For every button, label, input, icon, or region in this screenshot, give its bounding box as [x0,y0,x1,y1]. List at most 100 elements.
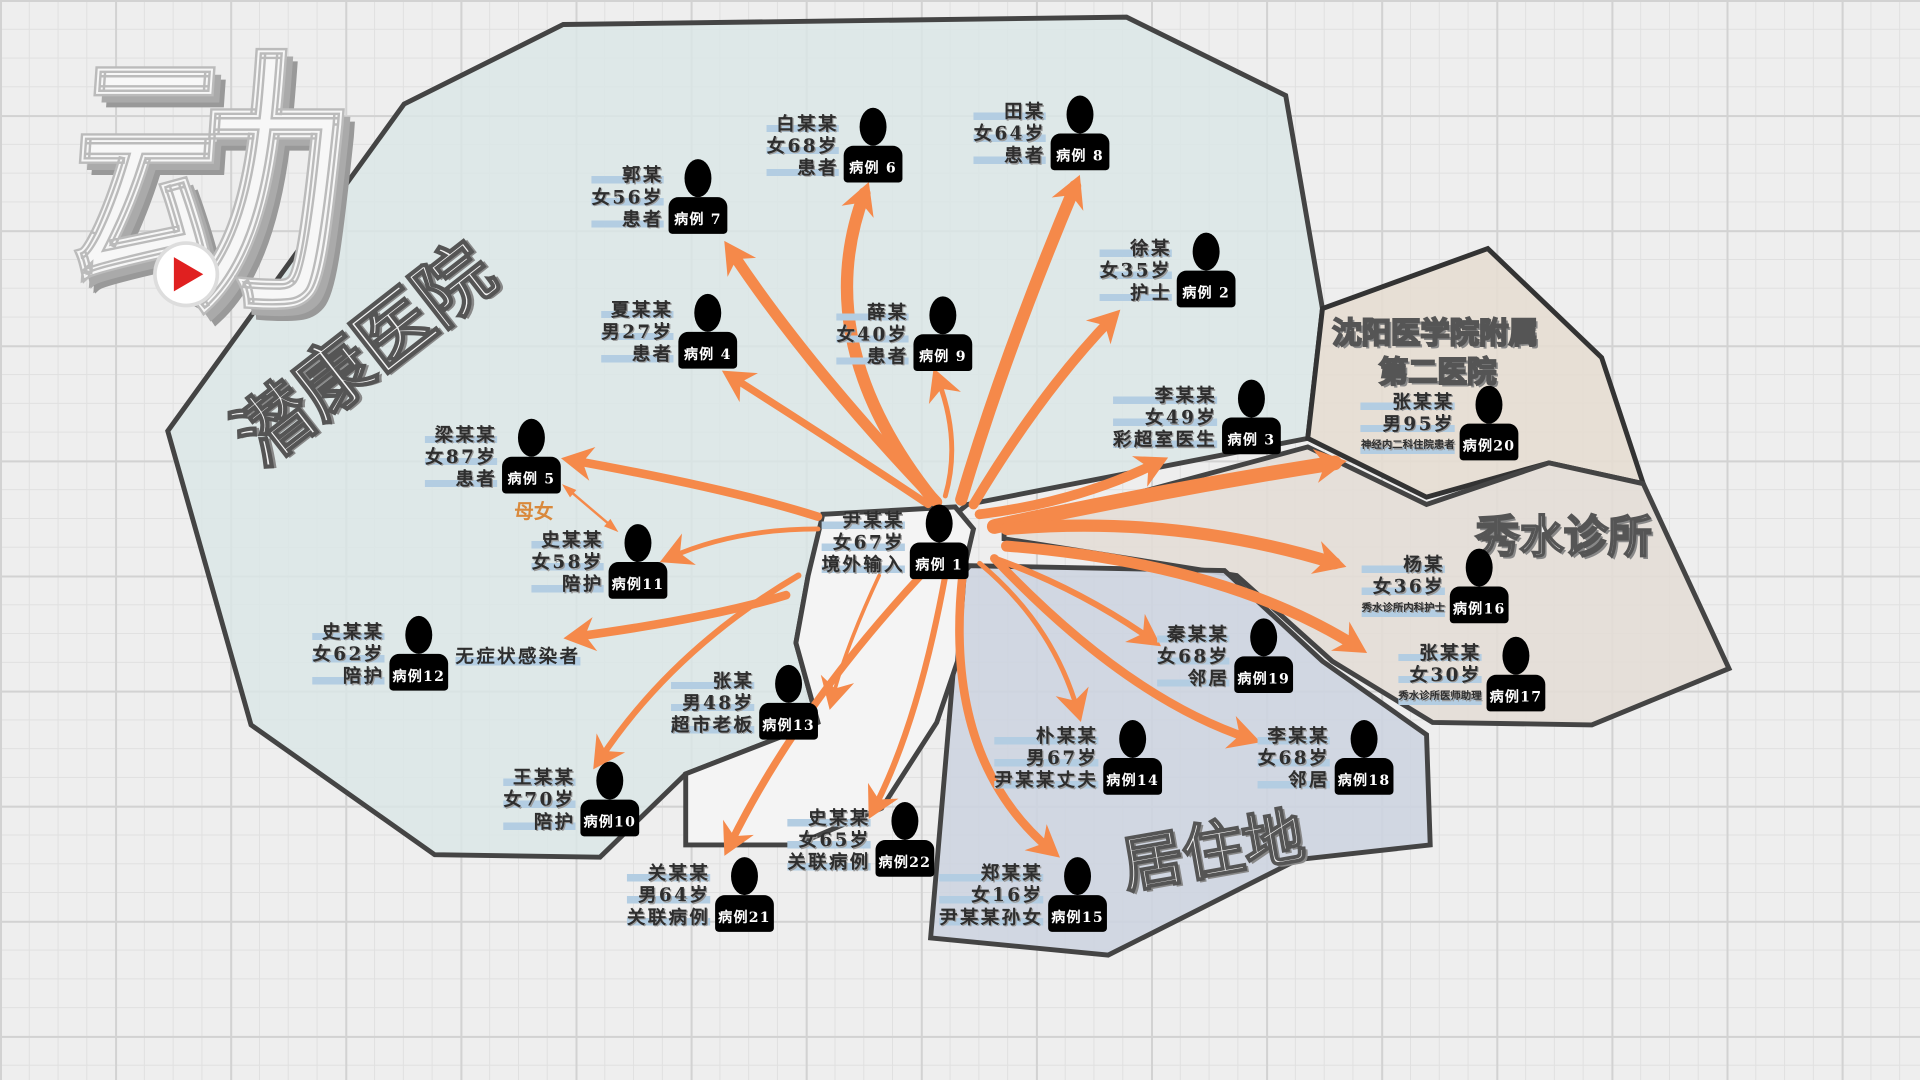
transmission-arrow [561,447,823,522]
case-node[interactable]: 病例12 史某某 女62岁 陪护 [312,615,449,704]
case-role: 神经内二科住院患者 [1361,434,1455,457]
case-name: 郭某 [591,164,664,187]
person-icon [684,159,712,198]
case-badge: 病例14 [1103,757,1163,795]
case-badge: 病例19 [1234,656,1294,694]
case-info: 女87岁 [425,445,498,468]
case-label: 梁某某 女87岁 患者 [425,423,498,490]
person-icon [1119,720,1147,758]
case-node[interactable]: 病例14 朴某某 男67岁 尹某某丈夫 [994,720,1163,808]
case-label: 夏某某 男27岁 患者 [601,298,674,365]
transmission-arrow [820,573,882,710]
region-label-clinic: 秀水诊所 [1475,511,1653,564]
case-role: 陪护 [503,810,576,833]
case-role: 秀水诊所医师助理 [1398,685,1482,708]
person-icon [694,293,722,332]
case-label: 田某 女64岁 患者 [973,100,1046,167]
case-node[interactable]: 病例 2 徐某 女35岁 护士 [1099,232,1236,321]
person-icon [1192,232,1220,271]
case-node[interactable]: 病例 9 薛某 女40岁 患者 [836,296,973,384]
case-label: 尹某某 女67岁 境外输入 [821,509,905,576]
relation-label: 母女 [514,499,554,523]
case-node[interactable]: 病例13 张某 男48岁 超市老板 [671,664,818,753]
transmission-arrow [1001,540,1368,654]
case-name: 张某某 [1361,390,1455,413]
case-role: 彩超室医生 [1113,428,1218,451]
transmission-arrow [977,560,1089,722]
case-info: 女68岁 [766,134,839,157]
case-info: 女16岁 [939,884,1044,907]
case-info: 女58岁 [531,551,604,574]
case-node[interactable]: 病例18 李某某 女68岁 邻居 [1257,720,1394,808]
case-node[interactable]: 病例 1 尹某某 女67岁 境外输入 [821,504,969,592]
person-icon [1350,720,1378,758]
case-role: 关联病例 [787,851,871,874]
case-name: 秦某某 [1157,623,1230,646]
case-info: 女49岁 [1113,406,1218,429]
case-name: 郑某某 [939,862,1044,885]
person-icon [731,857,758,896]
transmission-arrow [974,456,1169,520]
case-name: 梁某某 [425,423,498,446]
case-role: 陪护 [531,573,604,596]
person-icon [925,504,953,543]
case-info: 女64岁 [973,122,1046,145]
case-info: 男64岁 [626,884,711,907]
case-badge: 病例20 [1459,423,1519,461]
case-node[interactable]: 病例11 史某某 女58岁 陪护 [531,524,668,612]
case-role: 患者 [425,467,498,490]
person-icon [517,418,545,457]
transmission-arrow [721,370,932,509]
case-role: 关联病例 [626,906,711,929]
case-node[interactable]: 病例22 史某某 女65岁 关联病例 [787,802,935,890]
transmission-arrow [968,309,1121,510]
transmission-arrow [955,571,1060,858]
case-info: 女68岁 [1257,746,1330,769]
person-icon [624,524,652,563]
case-badge: 病例 8 [1050,133,1110,171]
case-info: 男95岁 [1361,412,1455,435]
transmission-arrow [955,174,1084,506]
case-info: 女56岁 [591,186,664,209]
case-badge: 病例15 [1048,895,1107,932]
case-node[interactable]: 病例 3 李某某 女49岁 彩超室医生 [1113,379,1281,468]
case-node[interactable]: 病例 5 梁某某 女87岁 患者 [425,418,561,507]
case-node[interactable]: 病例 6 白某某 女68岁 患者 [766,107,903,196]
case-node[interactable]: 病例19 秦某某 女68岁 邻居 [1157,618,1294,706]
case-badge: 病例12 [389,653,449,691]
case-role: 境外输入 [821,553,905,576]
case-node[interactable]: 病例 8 田某 女64岁 患者 [973,95,1110,184]
play-icon[interactable] [156,244,216,304]
case-info: 女30岁 [1398,663,1482,686]
case-role: 陪护 [312,664,385,687]
case-node[interactable]: 病例20 张某某 男95岁 神经内二科住院患者 [1361,385,1519,474]
person-icon [1465,548,1493,587]
case-label: 张某某 女30岁 秀水诊所医师助理 [1398,641,1482,708]
case-node[interactable]: 病例16 杨某 女36岁 秀水诊所内科护士 [1361,548,1509,637]
case-name: 史某某 [787,806,871,829]
case-badge: 病例22 [875,840,935,877]
case-role: 秀水诊所内科护士 [1361,597,1445,620]
case-name: 田某 [973,100,1046,123]
case-label: 张某某 男95岁 神经内二科住院患者 [1361,390,1455,457]
case-name: 李某某 [1113,384,1218,407]
case-label: 史某某 女65岁 关联病例 [787,806,871,874]
case-role: 尹某某孙女 [939,906,1044,929]
case-node[interactable]: 病例17 张某某 女30岁 秀水诊所医师助理 [1398,636,1546,725]
case-name: 白某某 [766,112,839,135]
case-label: 史某某 女62岁 陪护 [312,620,385,687]
case-node[interactable]: 病例 4 夏某某 男27岁 患者 [601,293,738,382]
logo-char: 动 [55,24,362,353]
transmission-arrow [593,572,802,770]
case-node[interactable]: 病例21 关某某 男64岁 关联病例 [626,857,774,945]
case-node[interactable]: 病例15 郑某某 女16岁 尹某某孙女 [939,857,1107,945]
case-info: 女67岁 [821,531,905,554]
case-name: 徐某 [1099,237,1172,260]
case-node[interactable]: 病例 7 郭某 女56岁 患者 [591,159,728,247]
case-name: 史某某 [531,528,604,552]
case-name: 夏某某 [601,298,674,321]
case-role: 患者 [601,342,674,365]
case-node[interactable]: 病例10 王某某 女70岁 陪护 [503,761,640,850]
case-label: 郭某 女56岁 患者 [591,164,664,231]
